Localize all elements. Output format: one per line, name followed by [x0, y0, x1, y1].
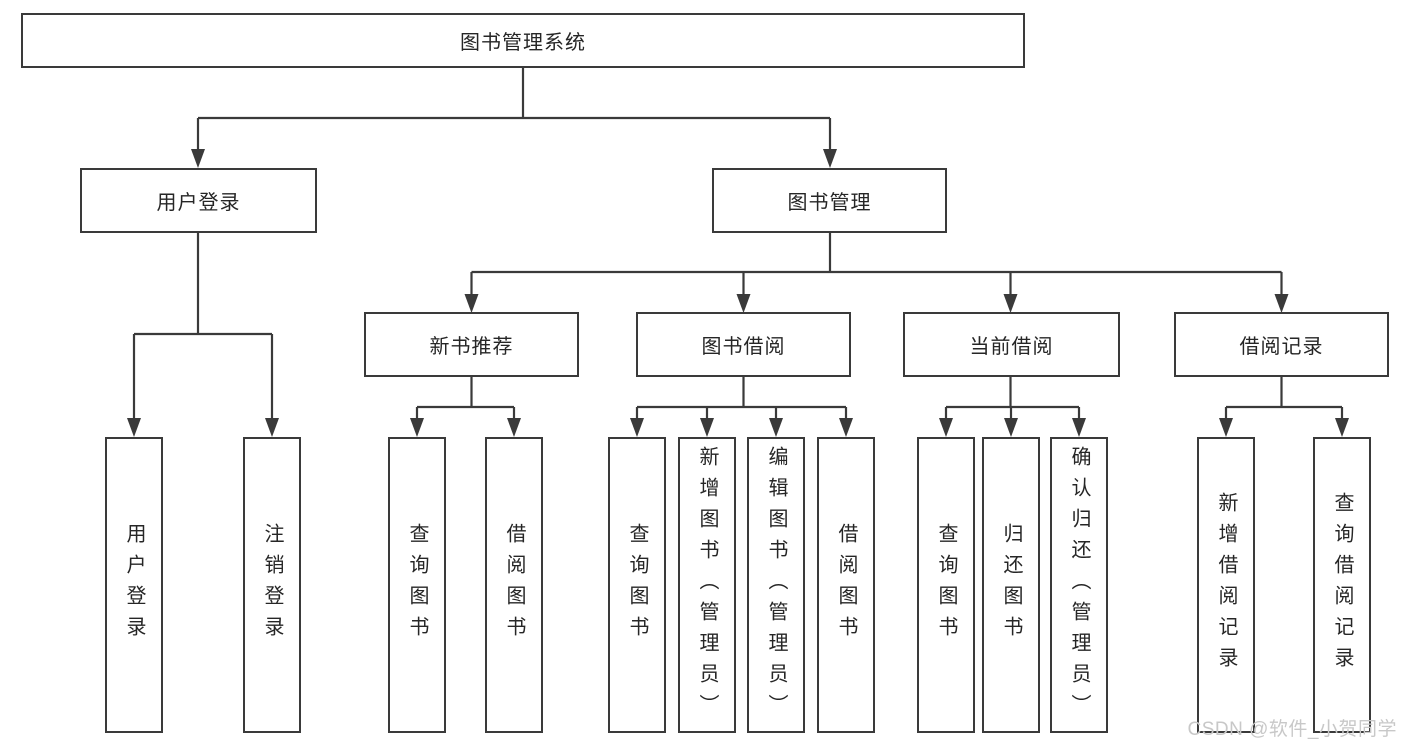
leaf-borrowing-query-books-label: 查询图书 — [626, 523, 648, 647]
node-user-login: 用户登录 — [80, 168, 317, 233]
leaf-current-query-books-label: 查询图书 — [935, 523, 957, 647]
csdn-watermark: CSDN @软件_小贺同学 — [1187, 719, 1397, 740]
leaf-query-borrow-record-label: 查询借阅记录 — [1331, 492, 1353, 678]
node-new-book-recommendation-label: 新书推荐 — [429, 336, 514, 358]
node-book-borrowing-label: 图书借阅 — [701, 336, 786, 358]
leaf-logout: 注销登录 — [243, 437, 301, 733]
leaf-logout-label: 注销登录 — [261, 523, 283, 647]
leaf-confirm-return-admin: 确认归还（管理员） — [1050, 437, 1108, 733]
leaf-newbook-borrow-books: 借阅图书 — [485, 437, 543, 733]
leaf-edit-books-admin-label: 编辑图书（管理员） — [765, 445, 787, 725]
leaf-borrowing-borrow-books: 借阅图书 — [817, 437, 875, 733]
leaf-borrowing-query-books: 查询图书 — [608, 437, 666, 733]
node-current-borrowing-label: 当前借阅 — [969, 336, 1054, 358]
node-root-label: 图书管理系统 — [460, 32, 586, 54]
leaf-add-borrow-record: 新增借阅记录 — [1197, 437, 1255, 733]
leaf-user-login-label: 用户登录 — [123, 523, 145, 647]
node-book-management-label: 图书管理 — [787, 192, 872, 214]
leaf-newbook-query-books: 查询图书 — [388, 437, 446, 733]
node-borrowing-records-label: 借阅记录 — [1239, 336, 1324, 358]
node-book-management: 图书管理 — [712, 168, 947, 233]
leaf-borrowing-borrow-books-label: 借阅图书 — [835, 523, 857, 647]
leaf-return-books: 归还图书 — [982, 437, 1040, 733]
node-book-borrowing: 图书借阅 — [636, 312, 851, 377]
leaf-current-query-books: 查询图书 — [917, 437, 975, 733]
leaf-newbook-query-books-label: 查询图书 — [406, 523, 428, 647]
leaf-add-books-admin-label: 新增图书（管理员） — [696, 445, 718, 725]
leaf-add-books-admin: 新增图书（管理员） — [678, 437, 736, 733]
leaf-newbook-borrow-books-label: 借阅图书 — [503, 523, 525, 647]
leaf-return-books-label: 归还图书 — [1000, 523, 1022, 647]
leaf-confirm-return-admin-label: 确认归还（管理员） — [1068, 445, 1090, 725]
node-root: 图书管理系统 — [21, 13, 1025, 68]
node-current-borrowing: 当前借阅 — [903, 312, 1120, 377]
leaf-add-borrow-record-label: 新增借阅记录 — [1215, 492, 1237, 678]
leaf-query-borrow-record: 查询借阅记录 — [1313, 437, 1371, 733]
node-new-book-recommendation: 新书推荐 — [364, 312, 579, 377]
leaf-edit-books-admin: 编辑图书（管理员） — [747, 437, 805, 733]
node-borrowing-records: 借阅记录 — [1174, 312, 1389, 377]
leaf-user-login: 用户登录 — [105, 437, 163, 733]
node-user-login-label: 用户登录 — [156, 192, 241, 214]
